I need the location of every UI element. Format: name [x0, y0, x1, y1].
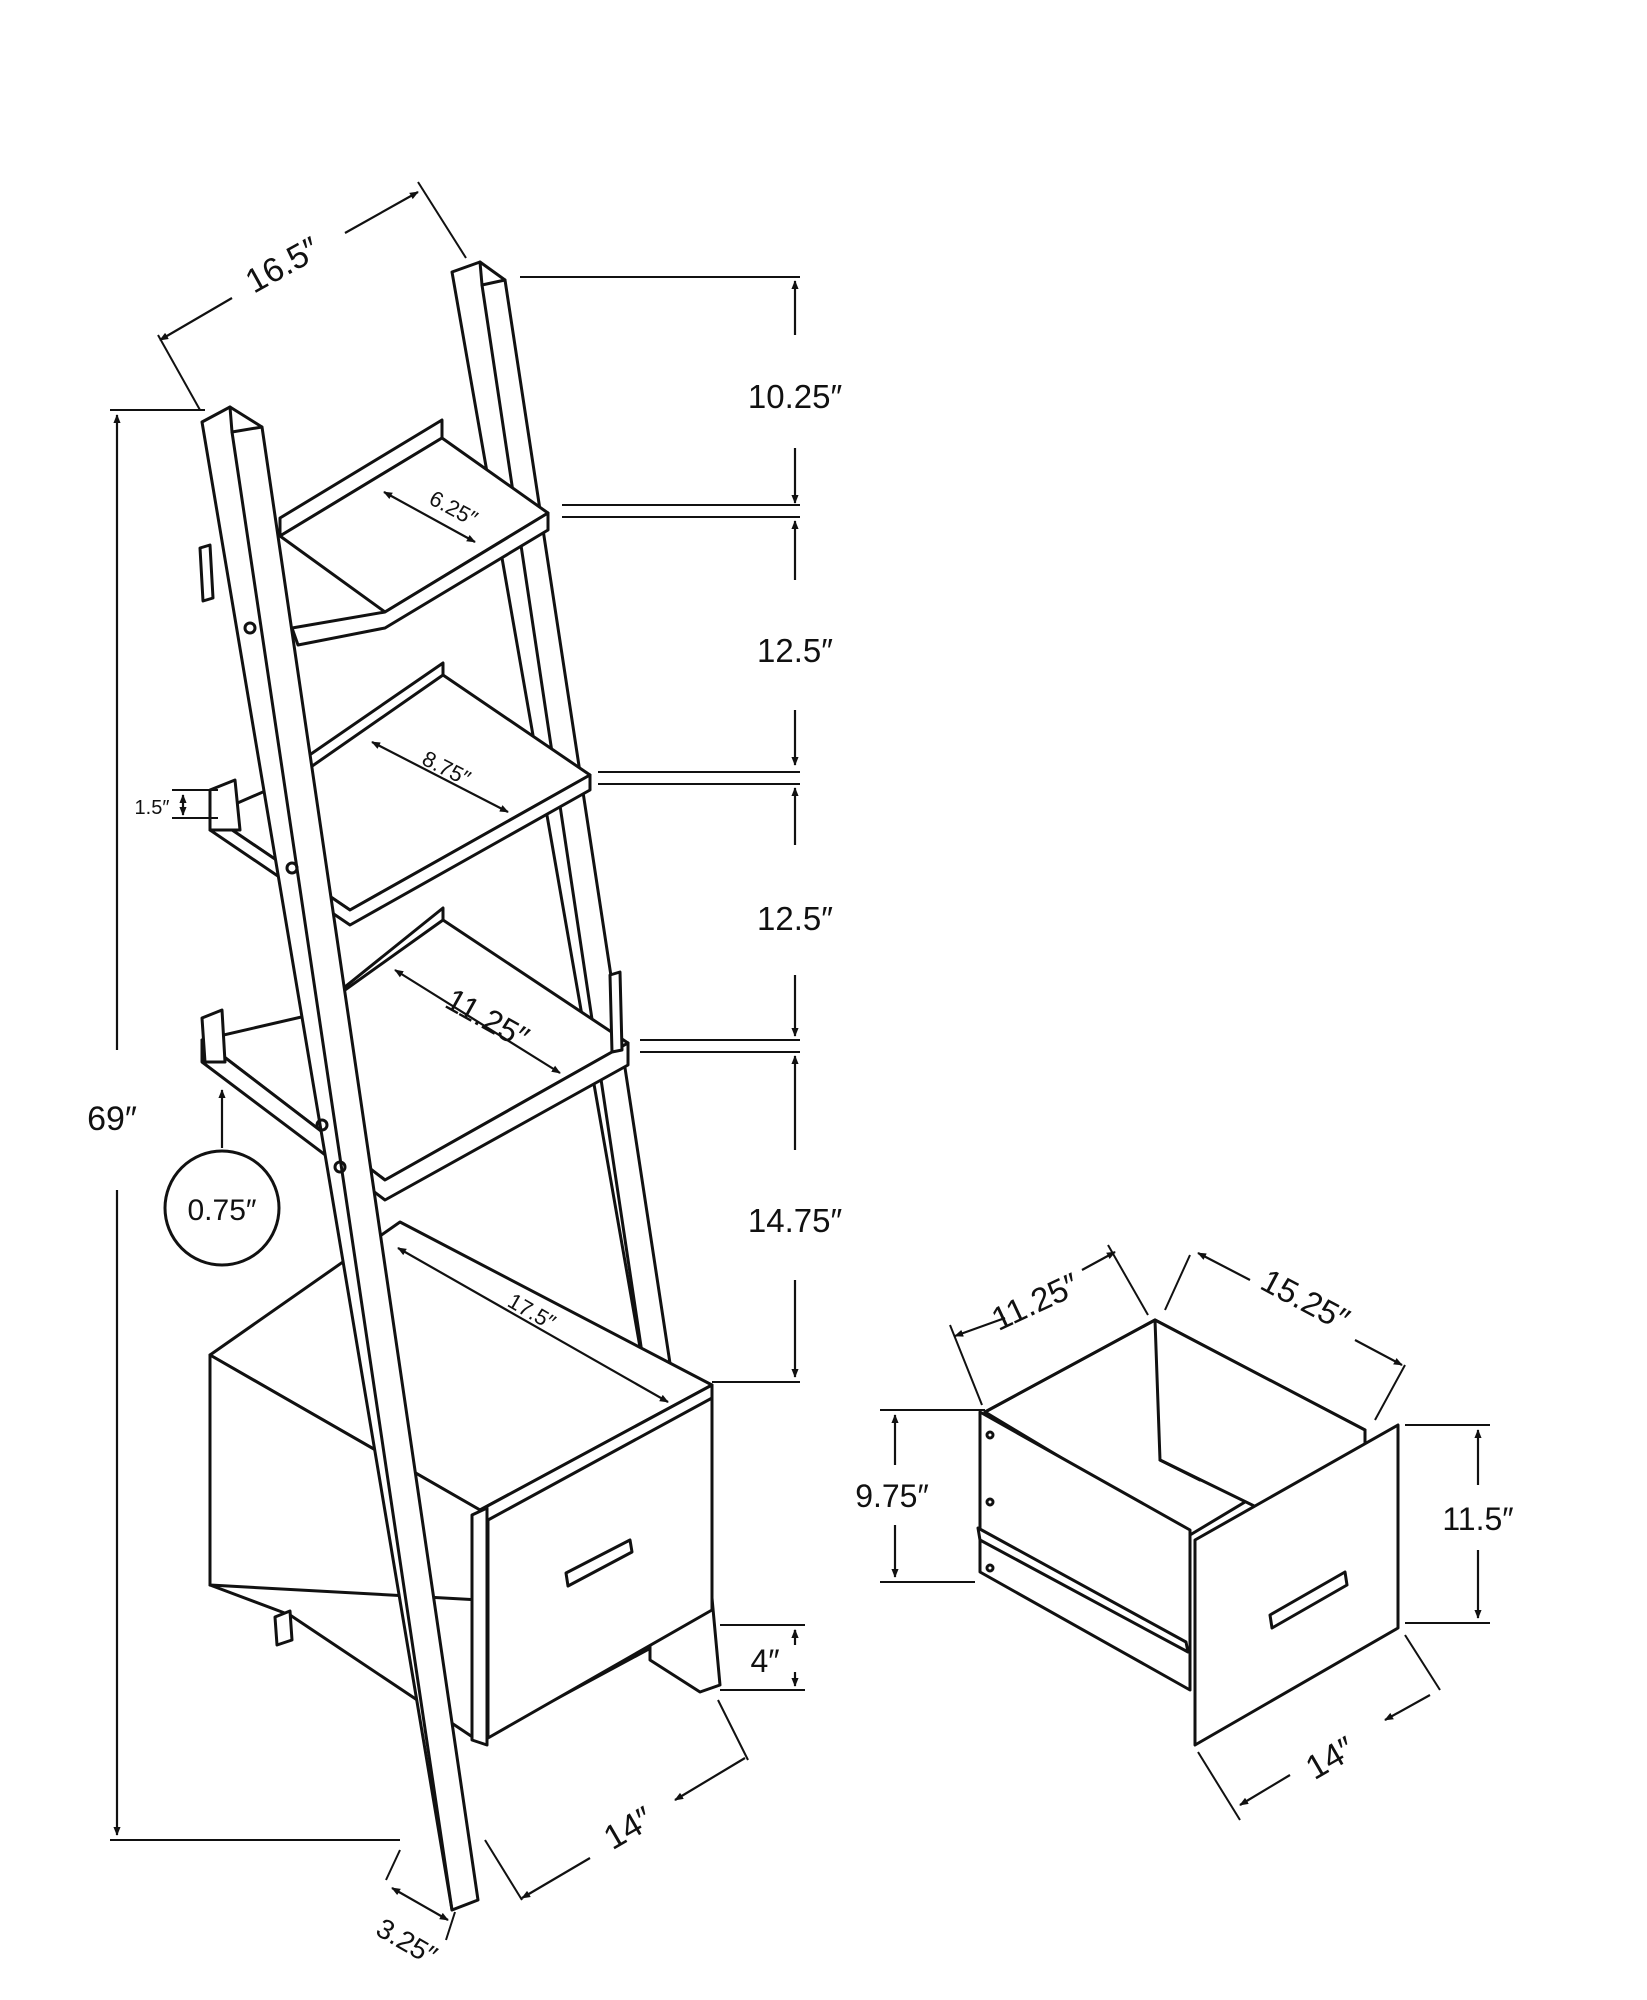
- height-label: 69″: [87, 1100, 137, 1138]
- drawer-depth-label: 11.25″: [986, 1265, 1085, 1337]
- drawer-length-label: 15.25″: [1255, 1261, 1356, 1338]
- gap-top-label: 10.25″: [748, 378, 843, 415]
- base-width-label: 14″: [597, 1800, 659, 1858]
- drawer-front: [486, 1396, 714, 1740]
- lip-height-label: 1.5″: [135, 797, 170, 819]
- front-rail: [200, 405, 480, 1912]
- drawer-detail-handle: [1268, 1570, 1349, 1630]
- gap-lower-label: 14.75″: [748, 1202, 843, 1239]
- drawer-detail-front: [1193, 1423, 1400, 1747]
- thickness-callout: [163, 1149, 281, 1267]
- gap-upper-label: 12.5″: [757, 632, 833, 669]
- drawer-front-height-label: 11.5″: [1442, 1501, 1513, 1537]
- drawer-slide: [976, 1526, 1190, 1654]
- shelf-thickness-label: 0.75″: [187, 1194, 256, 1227]
- gap-middle-label: 12.5″: [757, 900, 833, 937]
- drawer-detail: [976, 1318, 1400, 1747]
- width-label: 16.5″: [239, 230, 326, 301]
- drawer-handle: [564, 1538, 634, 1588]
- drawer-inner-height-label: 9.75″: [855, 1478, 929, 1514]
- drawer-width-label: 14″: [1299, 1730, 1361, 1788]
- leg-height-label: 4″: [750, 1643, 779, 1679]
- rail-depth-label: 3.25″: [371, 1912, 442, 1971]
- shelf-lower: [200, 906, 630, 1202]
